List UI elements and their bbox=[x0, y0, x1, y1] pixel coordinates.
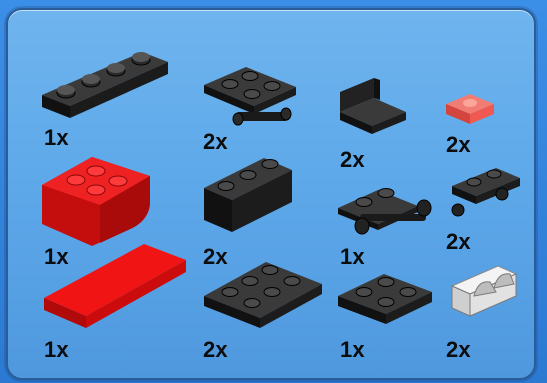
qty-brick-1x3-black: 2x bbox=[203, 246, 228, 268]
slope-curved-2x2-red-image bbox=[42, 157, 150, 246]
tile-1x1-trans-red-image bbox=[446, 94, 494, 124]
qty-plate-1x4-black: 1x bbox=[44, 127, 69, 149]
plate-wheel-axle-black-image bbox=[338, 189, 431, 235]
brick-1x3-black-image bbox=[204, 158, 292, 232]
plate-1x4-black-image bbox=[42, 52, 168, 118]
qty-plate-wheel-axle-black: 1x bbox=[340, 246, 365, 268]
qty-tile-2x4-red: 1x bbox=[44, 339, 69, 361]
qty-tile-1x1-trans-red: 2x bbox=[446, 134, 471, 156]
qty-plate-1x2-wheel-holder-black: 2x bbox=[446, 231, 471, 253]
plate-2x2-wheel-holder-black-image bbox=[204, 67, 296, 125]
plate-1x2-wheel-holder-black-image bbox=[452, 168, 520, 216]
qty-slope-curved-2x2-red: 1x bbox=[44, 246, 69, 268]
qty-plate-2x2-black: 1x bbox=[340, 339, 365, 361]
qty-hinge-white: 2x bbox=[446, 339, 471, 361]
qty-plate-2x2-wheel-holder-black: 2x bbox=[203, 131, 228, 153]
qty-plate-2x3-black: 2x bbox=[203, 339, 228, 361]
plate-2x2-black-image bbox=[338, 274, 432, 324]
hinge-white-image bbox=[452, 266, 516, 316]
bracket-1x2-black-image bbox=[340, 78, 406, 134]
plate-2x3-black-image bbox=[204, 262, 322, 328]
qty-bracket-1x2-black: 2x bbox=[340, 149, 365, 171]
